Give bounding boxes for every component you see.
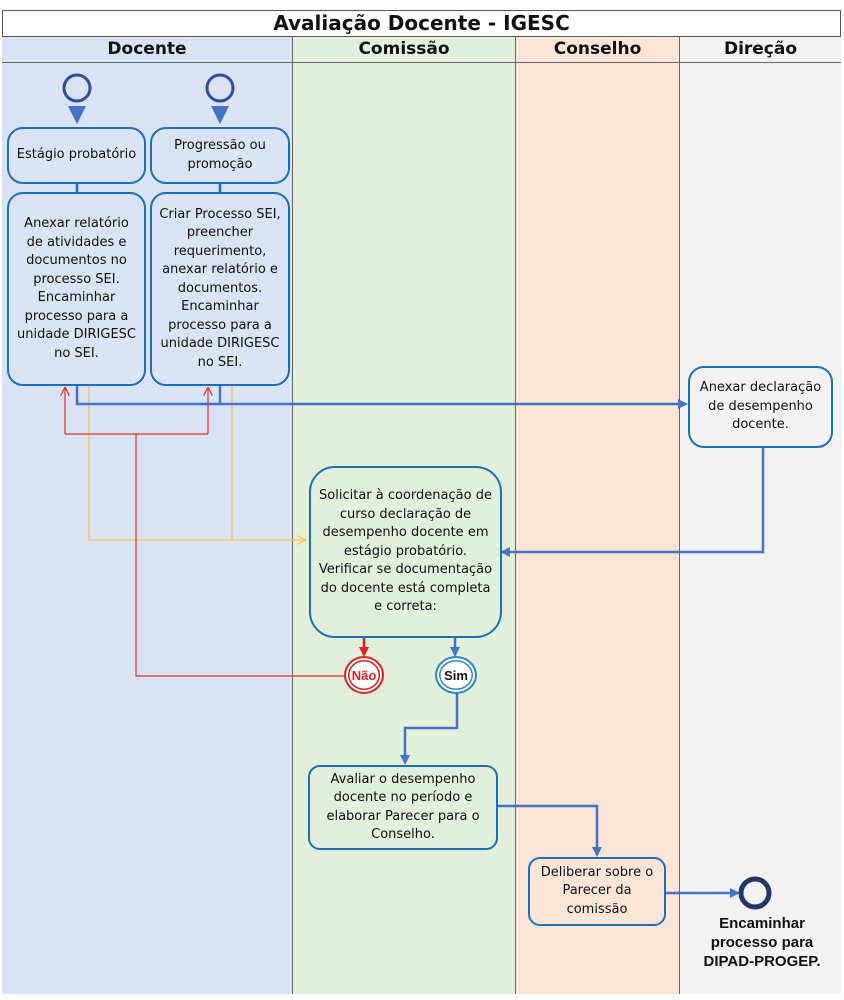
start-event-estagio — [62, 73, 92, 103]
box-estagio-probatorio: Estágio probatório — [7, 127, 146, 184]
lane-conselho-header: Conselho — [516, 37, 679, 63]
end-event — [738, 876, 772, 910]
flow-to-direcao — [75, 386, 688, 409]
start-arrow-estagio — [68, 106, 86, 124]
box-criar-processo: Criar Processo SEI, preencher requerimen… — [150, 192, 290, 386]
lane-comissao: Comissão — [293, 37, 516, 994]
box-deliberar-parecer: Deliberar sobre o Parecer da comissão — [528, 857, 666, 926]
flow-sim-to-avaliar — [400, 692, 459, 765]
box-solicitar-coordenacao: Solicitar à coordenação de curso declara… — [309, 466, 502, 638]
flow-avaliar-to-deliberar — [498, 804, 602, 857]
start-arrow-progressao — [211, 106, 229, 124]
flow-red-return — [135, 434, 345, 677]
lane-direcao-header: Direção — [680, 37, 841, 63]
lane-docente-header: Docente — [2, 37, 292, 63]
flow-yellow-estagio — [88, 386, 305, 540]
lane-comissao-header: Comissão — [293, 37, 515, 63]
box-progressao-promocao: Progressão ou promoção — [150, 127, 290, 184]
flow-direcao-to-comissao — [500, 448, 765, 557]
decision-sim: Sim — [435, 656, 477, 694]
diagram-title: Avaliação Docente - IGESC — [2, 10, 841, 37]
start-event-progressao — [205, 73, 235, 103]
box-anexar-declaracao: Anexar declaração de desempenho docente. — [688, 366, 833, 448]
box-anexar-relatorio: Anexar relatório de atividades e documen… — [7, 192, 146, 386]
lane-direcao: Direção — [680, 37, 841, 994]
box-avaliar-desempenho: Avaliar o desempenho docente no período … — [308, 765, 498, 850]
decision-nao: Não — [344, 656, 384, 694]
lane-docente: Docente — [2, 37, 293, 994]
end-label-encaminhar: Encaminhar processo para DIPAD-PROGEP. — [703, 915, 821, 970]
